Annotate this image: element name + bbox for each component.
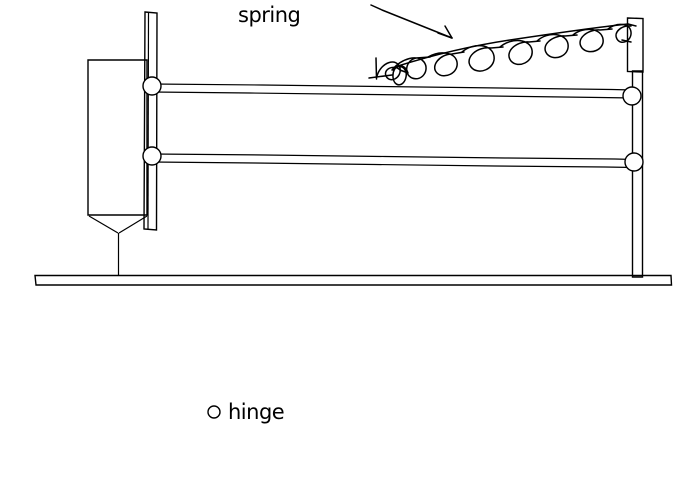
- hinge-upper-right[interactable]: [622, 86, 642, 106]
- spring-coil: [376, 23, 637, 86]
- right-post: [631, 70, 644, 278]
- ground-base: [34, 274, 673, 286]
- payload-block: [87, 59, 148, 216]
- stylus-tip: [88, 215, 148, 276]
- upper-link-bar: [151, 83, 634, 99]
- hinge-lower-left[interactable]: [142, 146, 162, 166]
- spring-label: spring: [238, 3, 300, 27]
- hinge-upper-left[interactable]: [142, 76, 162, 96]
- hinge-lower-right[interactable]: [624, 152, 644, 172]
- hinge-legend-symbol: [207, 405, 221, 419]
- pointer-arrow-to-spring: [370, 4, 453, 39]
- lower-link-bar: [151, 153, 635, 169]
- left-plate: [143, 11, 158, 231]
- spring-bracket: [626, 17, 644, 73]
- hinge-label: hinge: [228, 400, 284, 424]
